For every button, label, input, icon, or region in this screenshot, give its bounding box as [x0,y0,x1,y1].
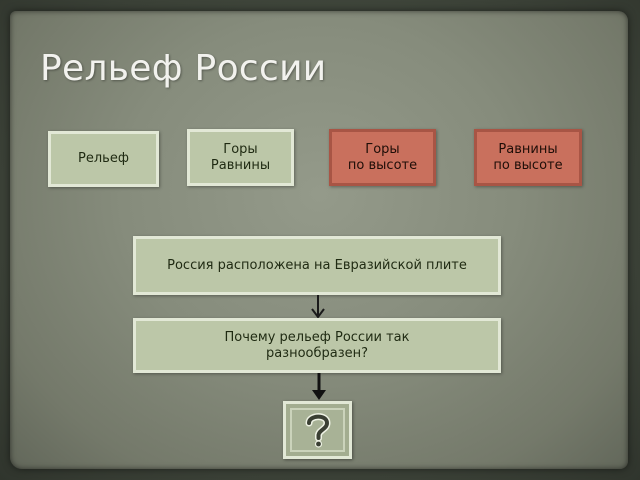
question-action-button[interactable] [283,401,352,459]
question-mark-icon [305,413,331,448]
relief-button[interactable]: Рельеф [48,131,159,187]
plains-by-height-button[interactable]: Равнины по высоте [474,129,582,186]
russia-plate-box: Россия расположена на Евразийской плите [133,236,501,295]
mountains-by-height-button[interactable]: Горы по высоте [329,129,436,186]
mountains-plains-button[interactable]: Горы Равнины [187,129,294,186]
slide-title: Рельеф России [40,48,327,89]
arrow-down-icon [311,295,325,319]
question-action-frame [290,408,345,452]
arrow-down-icon [312,373,326,400]
question-box: Почему рельеф России так разнообразен? [133,318,501,373]
